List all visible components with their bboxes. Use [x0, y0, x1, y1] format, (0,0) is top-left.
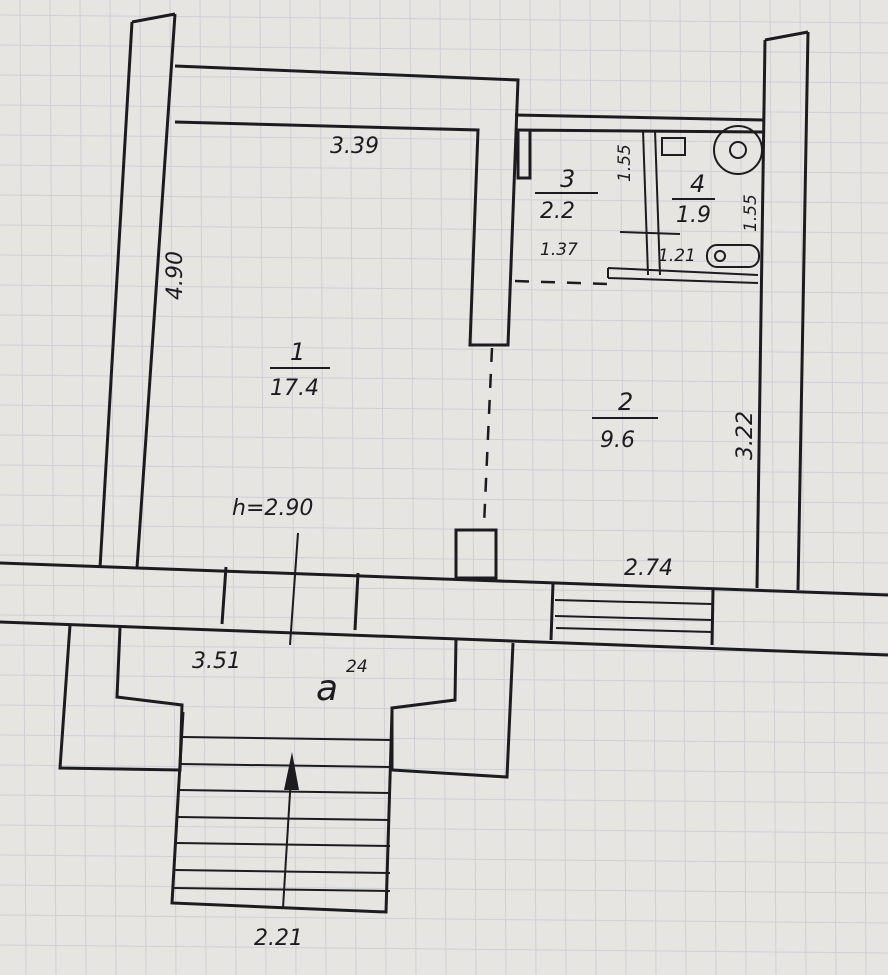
- stair-tread: [174, 887, 391, 892]
- room-1-outer-wall: [98, 12, 520, 569]
- dim-room4-width: 1.21: [658, 246, 696, 266]
- stair-tread: [179, 789, 391, 794]
- front-wall-segments: [220, 566, 715, 646]
- toilet-icon: [713, 125, 763, 175]
- room-4-area: 1.9: [676, 203, 711, 228]
- section-superscript: 24: [346, 657, 368, 677]
- room-3-area: 2.2: [540, 199, 575, 224]
- stair-tread: [180, 763, 391, 768]
- dim-room3-width: 1.37: [540, 240, 578, 260]
- room-1-number: 1: [290, 338, 305, 366]
- room-2-area: 9.6: [600, 428, 635, 453]
- section-label: a: [316, 668, 338, 709]
- stairs: [170, 711, 394, 914]
- sink-icon: [706, 244, 760, 268]
- section-line: [289, 532, 299, 646]
- ceiling-height: h=2.90: [232, 496, 313, 521]
- opening-room1-room2: [482, 347, 494, 526]
- bath-block-walls: [514, 113, 766, 180]
- pillar: [454, 528, 498, 580]
- dim-stairs-width: 2.21: [254, 926, 303, 951]
- dim-top-wall: 3.39: [330, 134, 379, 159]
- stair-tread: [175, 869, 391, 874]
- partition-3-4: [607, 129, 759, 284]
- dim-room2-right: 3.22: [733, 411, 758, 460]
- room-2-number: 2: [618, 388, 633, 416]
- dim-room2-bottom: 2.74: [624, 556, 673, 581]
- window: [554, 599, 713, 633]
- dim-room3-height: 1.55: [615, 144, 635, 182]
- room-4-number: 4: [690, 170, 705, 198]
- dim-room4-height: 1.55: [741, 194, 761, 232]
- partition-inner-mark: [619, 137, 686, 235]
- entry-arrow-head: [284, 752, 299, 790]
- room-1-area: 17.4: [270, 376, 319, 401]
- dim-porch-width: 3.51: [192, 649, 241, 674]
- right-exterior-wall: [755, 30, 810, 591]
- stair-tread: [176, 842, 391, 847]
- dim-left-wall: 4.90: [163, 251, 188, 300]
- stair-tread: [178, 816, 391, 821]
- stair-tread: [181, 736, 391, 741]
- front-wall: [0, 561, 888, 657]
- room-3-number: 3: [560, 165, 575, 193]
